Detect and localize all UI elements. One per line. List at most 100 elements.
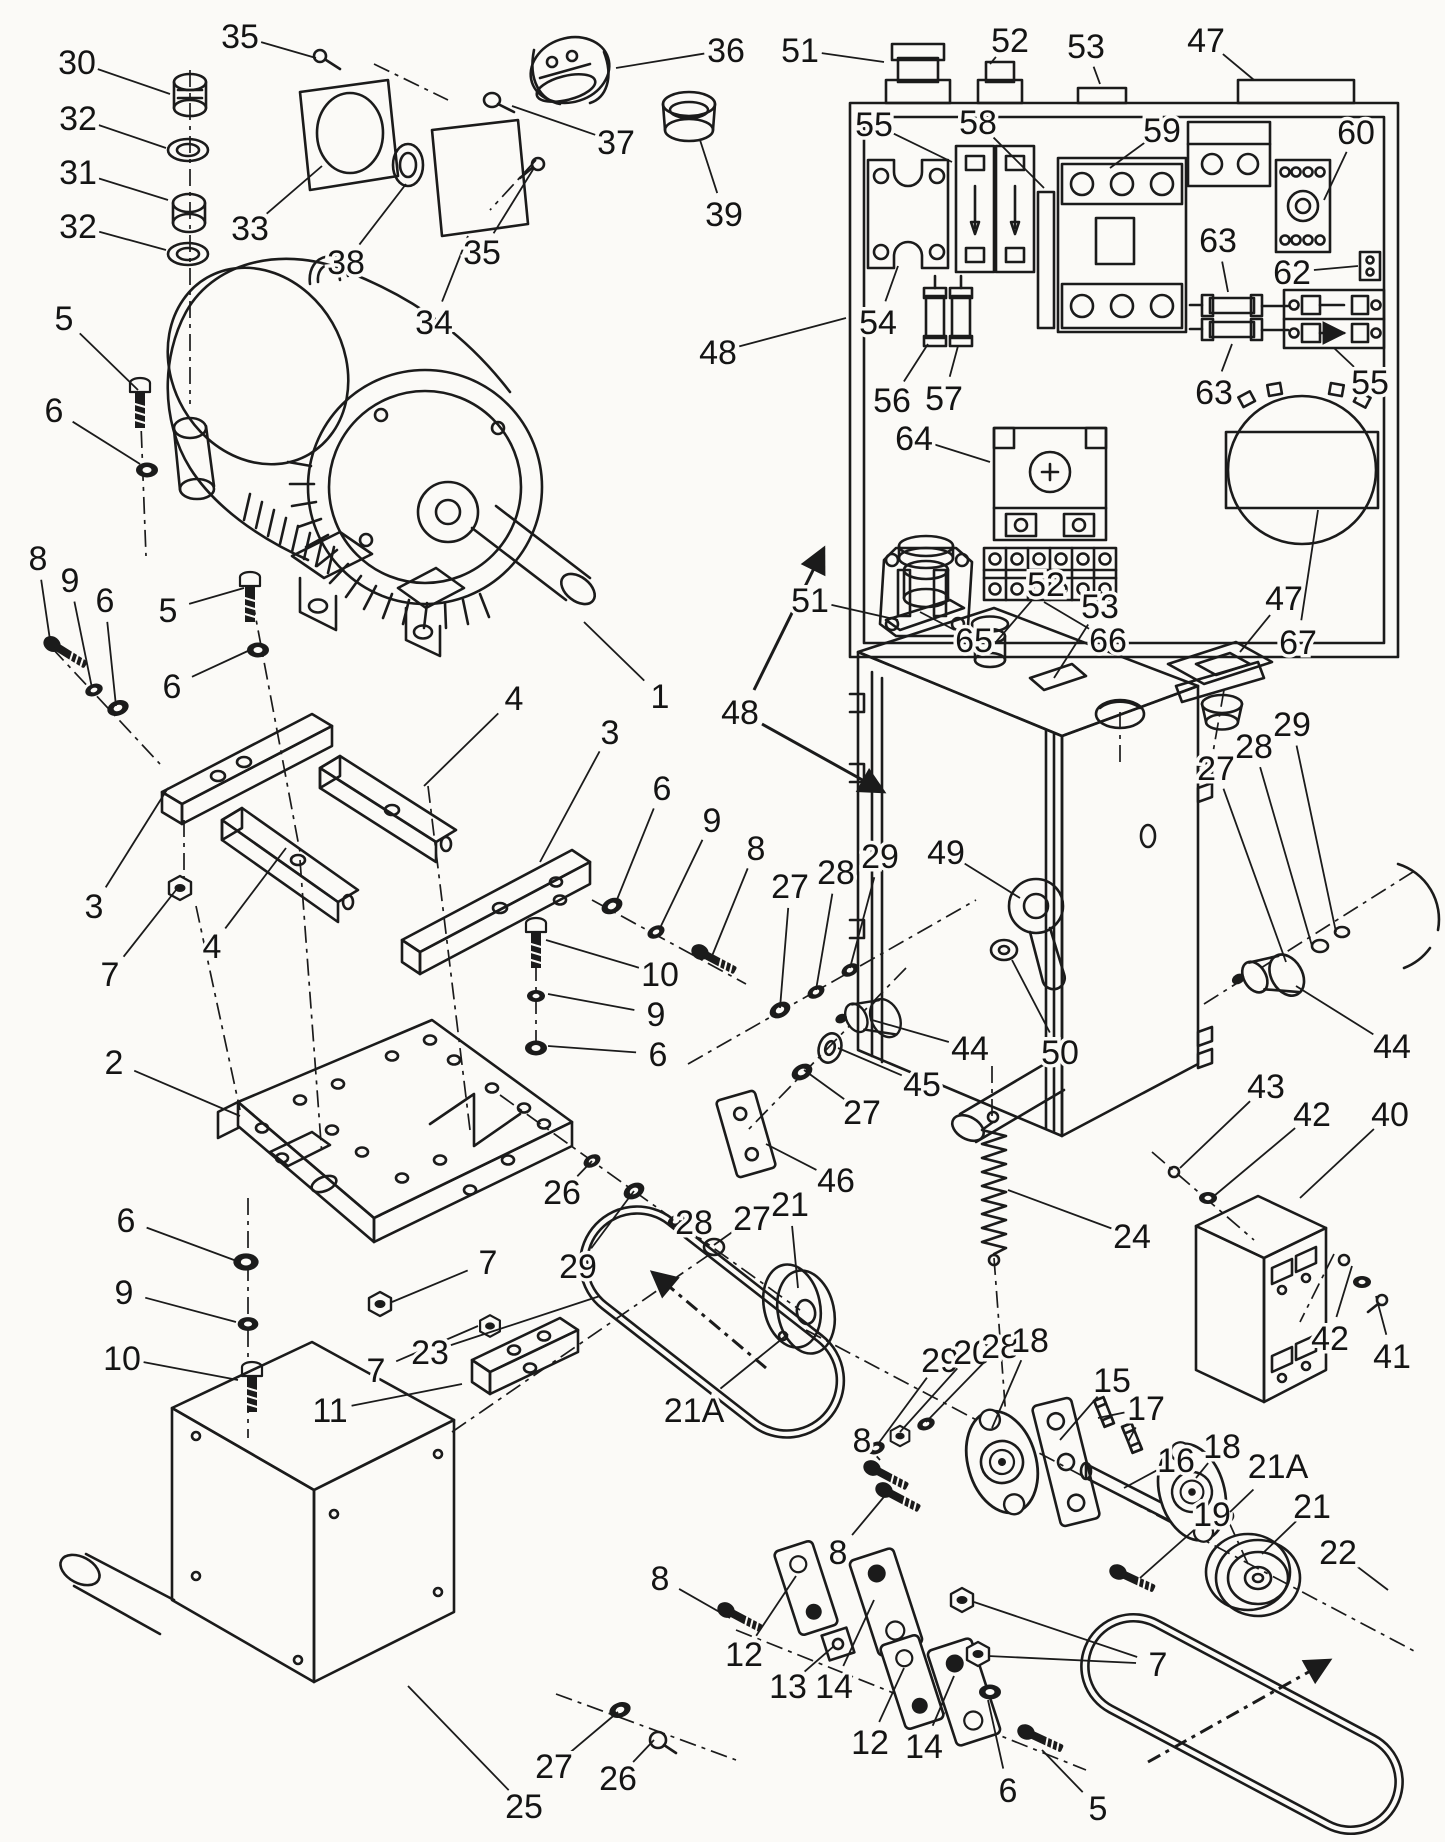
mount-bar-3-left bbox=[160, 712, 334, 826]
callout-26: 26 bbox=[599, 1760, 637, 1798]
callout-53: 53 bbox=[1067, 28, 1105, 66]
callout-27: 27 bbox=[1197, 750, 1235, 788]
inset-estop-51 bbox=[884, 42, 952, 105]
callout-64: 64 bbox=[895, 420, 933, 458]
leader-line bbox=[266, 165, 323, 215]
leader-line bbox=[1229, 1488, 1255, 1513]
seal-38 bbox=[391, 142, 425, 188]
callout-14: 14 bbox=[815, 1668, 853, 1706]
leader-line bbox=[1261, 1520, 1297, 1555]
leader-line bbox=[98, 230, 167, 251]
callout-28: 28 bbox=[675, 1204, 713, 1242]
leader-line bbox=[545, 939, 640, 969]
callout-5: 5 bbox=[159, 592, 178, 630]
pointer-arrow bbox=[752, 545, 826, 691]
callout-15: 15 bbox=[1093, 1362, 1131, 1400]
callout-8: 8 bbox=[747, 830, 766, 868]
leader-line bbox=[1259, 766, 1313, 947]
box-25-screws bbox=[605, 1697, 678, 1755]
leader-line bbox=[570, 1711, 619, 1753]
callout-21A: 21A bbox=[664, 1392, 725, 1430]
leader-line bbox=[122, 889, 177, 958]
callout-47: 47 bbox=[1265, 580, 1303, 618]
pointer-arrows bbox=[649, 545, 1333, 1764]
leader-line bbox=[98, 177, 169, 201]
leader-line bbox=[987, 1699, 1005, 1769]
leader-line bbox=[699, 139, 719, 194]
leader-line bbox=[831, 603, 899, 621]
leader-line bbox=[849, 877, 876, 969]
callout-59: 59 bbox=[1143, 112, 1181, 150]
callout-10: 10 bbox=[641, 956, 679, 994]
callout-8: 8 bbox=[651, 1560, 670, 1598]
callout-18: 18 bbox=[1011, 1322, 1049, 1360]
construction-axis bbox=[747, 967, 907, 1131]
leader-line bbox=[583, 621, 645, 682]
leader-line bbox=[1059, 1396, 1099, 1441]
callout-21: 21 bbox=[771, 1186, 809, 1224]
callout-29: 29 bbox=[1273, 706, 1311, 744]
leader-line bbox=[615, 52, 705, 69]
leader-line bbox=[407, 1685, 510, 1791]
leader-line bbox=[146, 1226, 235, 1261]
construction-axis bbox=[373, 63, 449, 101]
leader-line bbox=[450, 1295, 601, 1346]
callout-7: 7 bbox=[101, 956, 120, 994]
washer-45 bbox=[817, 1032, 843, 1064]
mount-bar-3-right bbox=[400, 848, 592, 976]
callout-58: 58 bbox=[959, 104, 997, 142]
leader-line bbox=[423, 712, 499, 787]
leader-line bbox=[779, 907, 790, 1009]
construction-axis bbox=[591, 899, 747, 985]
mount-bar-4-upper bbox=[318, 754, 458, 864]
callout-14: 14 bbox=[905, 1728, 943, 1766]
leader-line bbox=[1213, 1127, 1296, 1197]
construction-axis bbox=[1227, 1519, 1249, 1565]
callout-12: 12 bbox=[725, 1636, 763, 1674]
callout-16: 16 bbox=[1157, 1442, 1195, 1480]
grommet-44-left bbox=[830, 985, 909, 1058]
leader-line bbox=[40, 579, 51, 641]
leader-line bbox=[739, 317, 847, 348]
callout-60: 60 bbox=[1337, 114, 1375, 152]
callout-28: 28 bbox=[817, 854, 855, 892]
callout-10: 10 bbox=[103, 1340, 141, 1378]
leader-line bbox=[1313, 265, 1359, 271]
callout-51: 51 bbox=[781, 32, 819, 70]
callout-48: 48 bbox=[721, 694, 759, 732]
callout-12: 12 bbox=[851, 1724, 889, 1762]
callout-5: 5 bbox=[55, 300, 74, 338]
callout-55: 55 bbox=[855, 106, 893, 144]
leader-line bbox=[919, 611, 955, 631]
callout-46: 46 bbox=[817, 1162, 855, 1200]
leader-line bbox=[1139, 1527, 1197, 1579]
washer-27 bbox=[787, 1058, 817, 1086]
leader-line bbox=[441, 235, 469, 302]
callout-8: 8 bbox=[853, 1422, 872, 1460]
leader-line bbox=[989, 56, 997, 65]
motor bbox=[166, 255, 596, 658]
leader-line bbox=[964, 862, 1021, 899]
leader-line bbox=[145, 1296, 237, 1323]
leader-line bbox=[931, 1675, 955, 1727]
leader-line bbox=[632, 1739, 655, 1763]
callout-52: 52 bbox=[991, 22, 1029, 60]
bracket-46 bbox=[715, 1089, 777, 1179]
callout-45: 45 bbox=[903, 1066, 941, 1104]
callout-27: 27 bbox=[771, 868, 809, 906]
callout-52: 52 bbox=[1027, 566, 1065, 604]
leader-line bbox=[191, 649, 251, 678]
motor-fins bbox=[286, 460, 491, 630]
base-plate-2 bbox=[216, 1018, 574, 1244]
leader-line bbox=[73, 601, 93, 689]
leader-line bbox=[1041, 1749, 1084, 1793]
callout-24: 24 bbox=[1113, 1218, 1151, 1256]
leader-line bbox=[815, 893, 834, 991]
callout-9: 9 bbox=[61, 562, 80, 600]
callout-2: 2 bbox=[105, 1044, 124, 1082]
leader-line bbox=[877, 1377, 928, 1445]
leader-line bbox=[925, 1361, 986, 1423]
callout-6: 6 bbox=[999, 1772, 1018, 1810]
leader-line bbox=[1239, 614, 1271, 653]
